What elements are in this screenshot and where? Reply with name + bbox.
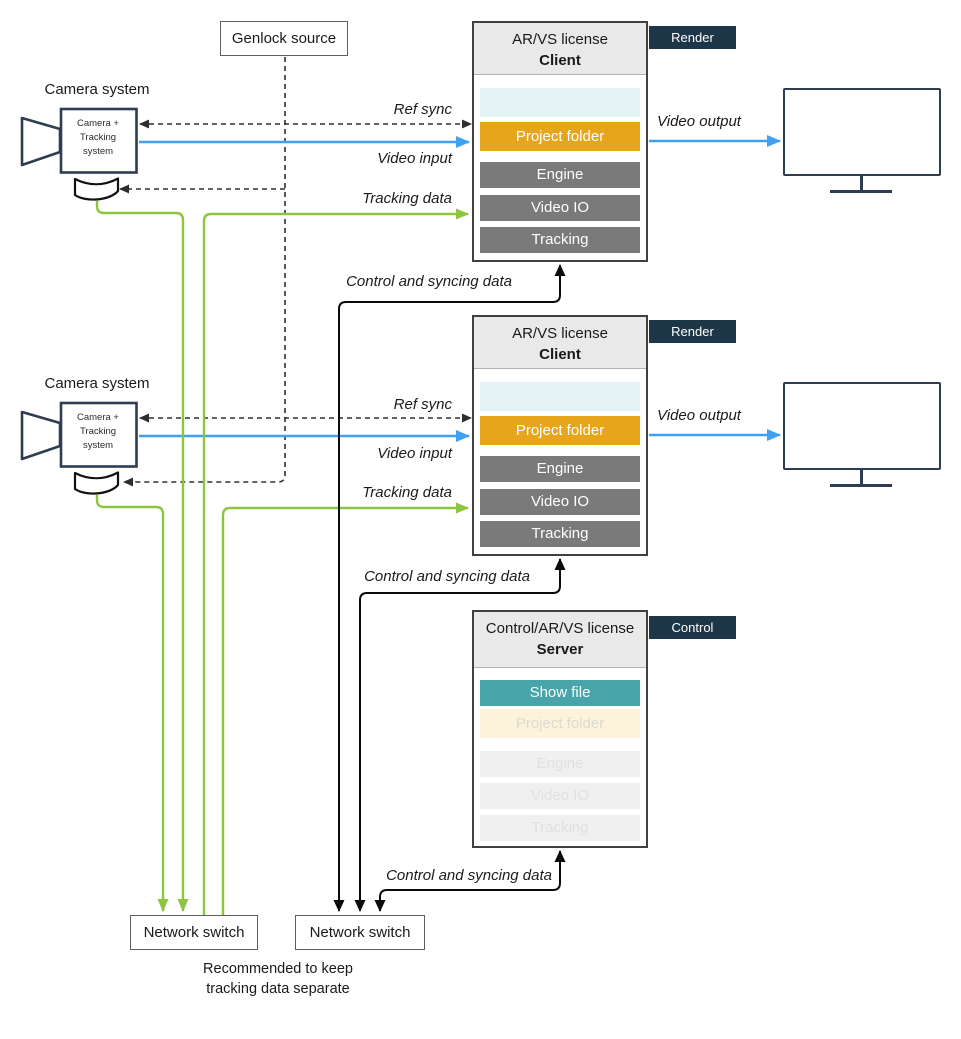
tracking-switch-to-client2-line	[221, 502, 469, 915]
tracking-unit-shape	[73, 471, 120, 495]
network-switch-label: Network switch	[309, 924, 411, 941]
engine-row: Engine	[480, 456, 640, 482]
camera-lens-shape	[20, 410, 62, 461]
ref-sync-label-1: Ref sync	[393, 101, 452, 118]
server-license-label: Control/AR/VS license	[485, 620, 635, 637]
empty-slot-row	[480, 382, 640, 411]
client-license-label: AR/VS license	[512, 31, 608, 48]
server-role-label: Server	[536, 641, 584, 658]
genlock-source-box: Genlock source	[220, 21, 348, 56]
video-io-row-disabled: Video IO	[480, 783, 640, 809]
control-tag: Control	[649, 616, 736, 639]
tracking-camera1-to-switch-line	[95, 201, 189, 912]
camera-icon-2	[20, 401, 138, 495]
genlock-to-tracking2-dashed-line	[123, 57, 286, 487]
client-header-1: AR/VS license Client	[474, 23, 646, 75]
client-box-2: AR/VS license Client Project folder Engi…	[472, 315, 648, 556]
control-sync-server-line	[374, 850, 566, 912]
camera-system-title-1: Camera system	[44, 81, 150, 98]
monitor-icon-2	[783, 382, 941, 470]
client-role-label: Client	[539, 52, 581, 69]
network-switch-label: Network switch	[143, 924, 245, 941]
camera-body-shape	[59, 107, 138, 174]
video-output-label-1: Video output	[657, 113, 741, 130]
client-box-1: AR/VS license Client Project folder Engi…	[472, 21, 648, 262]
server-box: Control/AR/VS license Server Show file P…	[472, 610, 648, 848]
control-sync-label-1: Control and syncing data	[346, 273, 512, 290]
ref-sync-label-2: Ref sync	[393, 396, 452, 413]
monitor-stand-pole-1	[860, 176, 863, 191]
monitor-icon-1	[783, 88, 941, 176]
tracking-data-label-2: Tracking data	[362, 484, 452, 501]
render-tag-1: Render	[649, 26, 736, 49]
tracking-camera2-to-switch-line	[95, 495, 169, 912]
project-folder-row: Project folder	[480, 416, 640, 445]
project-folder-row: Project folder	[480, 122, 640, 151]
network-switch-tracking-box: Network switch	[130, 915, 258, 950]
control-sync-client2-line	[354, 558, 566, 912]
project-folder-row-disabled: Project folder	[480, 709, 640, 738]
monitor-stand-pole-2	[860, 470, 863, 485]
client-header-2: AR/VS license Client	[474, 317, 646, 369]
tracking-row: Tracking	[480, 227, 640, 253]
video-io-row: Video IO	[480, 489, 640, 515]
tracking-data-label-1: Tracking data	[362, 190, 452, 207]
engine-row: Engine	[480, 162, 640, 188]
show-file-row: Show file	[480, 680, 640, 706]
camera-body-shape	[59, 401, 138, 468]
video-input-label-1: Video input	[377, 150, 452, 167]
control-sync-label-2: Control and syncing data	[364, 568, 530, 585]
camera-system-title-2: Camera system	[44, 375, 150, 392]
genlock-source-label: Genlock source	[231, 30, 337, 47]
video-io-row: Video IO	[480, 195, 640, 221]
camera-device-label-1: Camera + Tracking system	[77, 118, 119, 157]
tracking-separation-note: Recommended to keep tracking data separa…	[203, 961, 353, 997]
network-switch-control-box: Network switch	[295, 915, 425, 950]
video-input-label-2: Video input	[377, 445, 452, 462]
server-header: Control/AR/VS license Server	[474, 612, 646, 668]
client-role-label: Client	[539, 346, 581, 363]
client-license-label: AR/VS license	[512, 325, 608, 342]
empty-slot-row	[480, 88, 640, 117]
camera-device-label-2: Camera + Tracking system	[77, 412, 119, 451]
monitor-stand-base-1	[830, 190, 892, 193]
control-sync-client1-line	[333, 264, 566, 912]
tracking-switch-to-client1-line	[202, 208, 469, 915]
monitor-stand-base-2	[830, 484, 892, 487]
camera-icon-1	[20, 107, 138, 201]
tracking-row: Tracking	[480, 521, 640, 547]
tracking-row-disabled: Tracking	[480, 815, 640, 841]
camera-lens-shape	[20, 116, 62, 167]
video-output-label-2: Video output	[657, 407, 741, 424]
control-sync-label-3: Control and syncing data	[386, 867, 552, 884]
engine-row-disabled: Engine	[480, 751, 640, 777]
render-tag-2: Render	[649, 320, 736, 343]
tracking-unit-shape	[73, 177, 120, 201]
